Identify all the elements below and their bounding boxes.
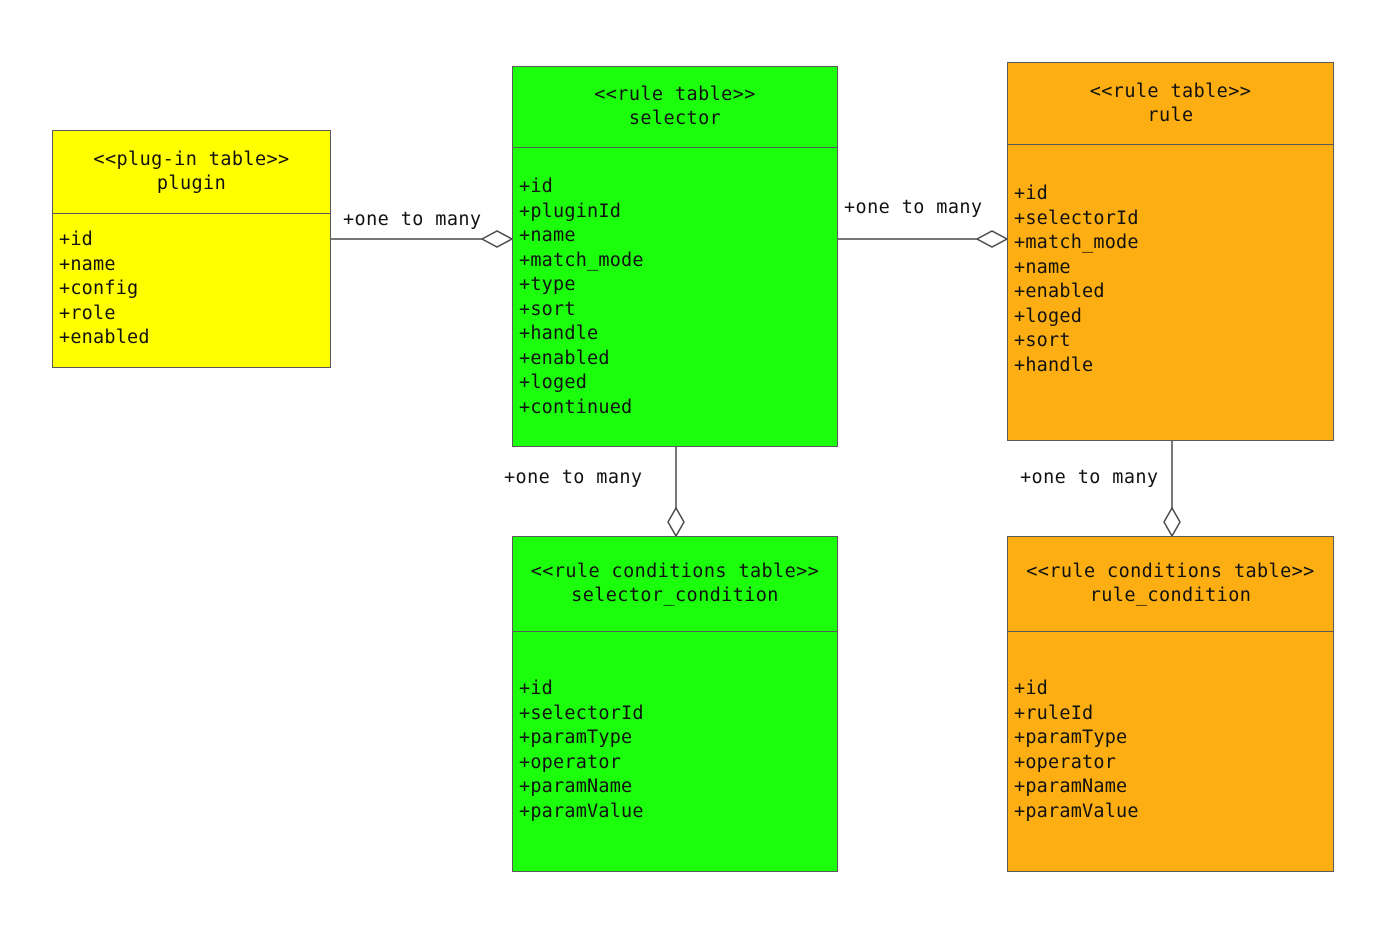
- attribute: +name: [1014, 256, 1071, 278]
- rule-table-box: <<rule table>> rule +id +selectorId +mat…: [1007, 62, 1334, 441]
- plugin-table-box: <<plug-in table>> plugin +id +name +conf…: [52, 130, 331, 368]
- attribute: +pluginId: [519, 200, 622, 222]
- attribute: +paramName: [1014, 776, 1128, 797]
- attribute: +paramType: [1014, 727, 1128, 748]
- attribute: +selectorId: [1014, 207, 1139, 229]
- attribute: +loged: [1014, 305, 1083, 327]
- attribute: +sort: [519, 298, 576, 320]
- attribute: +match_mode: [519, 249, 644, 271]
- aggregation-diamond-icon: [480, 230, 514, 248]
- connector-rule-condition: [1163, 441, 1181, 538]
- table-name: rule: [1147, 104, 1194, 126]
- attribute: +match_mode: [1014, 232, 1139, 253]
- attribute: +sort: [1014, 330, 1071, 351]
- connector-plugin-selector: [331, 230, 514, 248]
- attribute: +operator: [519, 751, 622, 773]
- table-name: selector_condition: [571, 585, 779, 606]
- rule-condition-table-box: <<rule conditions table>> rule_condition…: [1007, 536, 1334, 872]
- selector-condition-table-box: <<rule conditions table>> selector_condi…: [512, 536, 838, 872]
- table-name: rule_condition: [1089, 585, 1252, 606]
- attribute: +enabled: [519, 347, 610, 369]
- connector-selector-condition: [667, 447, 685, 538]
- table-stereotype: <<plug-in table>>: [93, 149, 290, 170]
- aggregation-diamond-icon: [1163, 506, 1181, 538]
- attribute: +type: [519, 274, 576, 295]
- selector-table-header: <<rule table>> selector: [513, 67, 837, 148]
- relation-label-selector-rule: +one to many: [844, 197, 983, 218]
- table-name: plugin: [156, 173, 227, 194]
- selector-table-box: <<rule table>> selector +id +pluginId +n…: [512, 66, 838, 447]
- attribute: +config: [59, 278, 139, 299]
- attribute: +id: [519, 176, 554, 197]
- attribute: +name: [59, 253, 116, 275]
- rule-attributes: +id +selectorId +match_mode +name +enabl…: [1014, 182, 1333, 378]
- attribute: +id: [519, 678, 554, 699]
- attribute: +ruleId: [1014, 702, 1094, 724]
- rule-condition-attributes: +id +ruleId +paramType +operator +paramN…: [1014, 677, 1333, 824]
- attribute: +role: [59, 302, 116, 324]
- attribute: +paramType: [519, 727, 633, 748]
- table-stereotype: <<rule conditions table>>: [1026, 561, 1315, 582]
- attribute: +id: [1014, 183, 1049, 204]
- relation-label-selector-condition: +one to many: [504, 467, 643, 488]
- attribute: +operator: [1014, 751, 1117, 773]
- rule-table-header: <<rule table>> rule: [1008, 63, 1333, 145]
- attribute: +id: [59, 229, 94, 250]
- selector-condition-table-header: <<rule conditions table>> selector_condi…: [513, 537, 837, 632]
- relation-label-rule-condition: +one to many: [1020, 467, 1159, 488]
- attribute: +enabled: [1014, 281, 1105, 302]
- attribute: +selectorId: [519, 702, 644, 724]
- table-stereotype: <<rule conditions table>>: [530, 561, 820, 582]
- attribute: +continued: [519, 396, 633, 418]
- table-name: selector: [628, 108, 722, 129]
- attribute: +name: [519, 225, 576, 246]
- attribute: +enabled: [59, 327, 150, 348]
- attribute: +loged: [519, 372, 588, 393]
- table-stereotype: <<rule table>>: [1089, 80, 1252, 102]
- attribute: +paramValue: [1014, 800, 1139, 822]
- attribute: +handle: [1014, 354, 1094, 376]
- aggregation-diamond-icon: [667, 506, 685, 538]
- relation-label-plugin-selector: +one to many: [343, 209, 482, 230]
- selector-condition-attributes: +id +selectorId +paramType +operator +pa…: [519, 677, 837, 824]
- plugin-attributes: +id +name +config +role +enabled: [59, 228, 330, 351]
- rule-condition-table-header: <<rule conditions table>> rule_condition: [1008, 537, 1333, 632]
- plugin-table-header: <<plug-in table>> plugin: [53, 131, 330, 214]
- attribute: +paramValue: [519, 800, 644, 822]
- selector-attributes: +id +pluginId +name +match_mode +type +s…: [519, 175, 837, 420]
- connector-selector-rule: [838, 230, 1009, 248]
- aggregation-diamond-icon: [975, 230, 1009, 248]
- attribute: +id: [1014, 678, 1049, 699]
- attribute: +handle: [519, 323, 599, 344]
- attribute: +paramName: [519, 776, 633, 797]
- table-stereotype: <<rule table>>: [594, 84, 756, 105]
